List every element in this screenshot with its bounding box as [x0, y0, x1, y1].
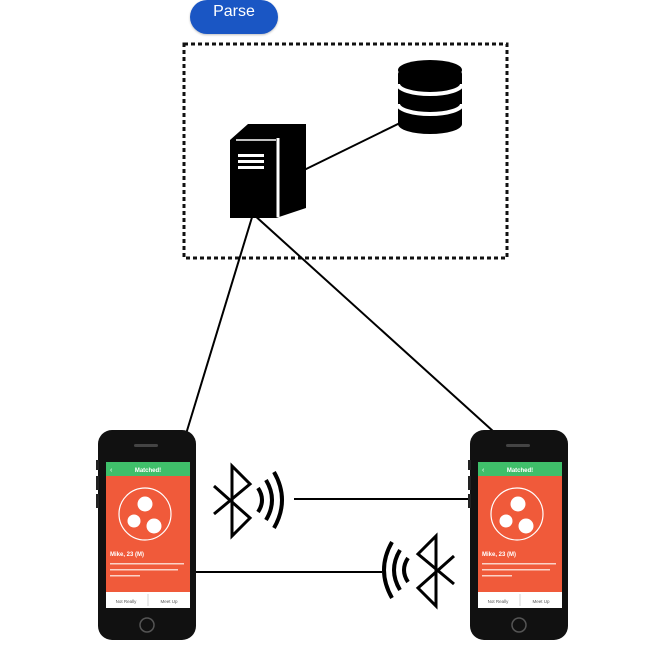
phone-header [106, 462, 190, 476]
avatar [517, 517, 535, 535]
bluetooth-icon [382, 532, 455, 610]
phone-left: ‹ Matched! Mike, 23 (M) Not Really Meet … [96, 430, 196, 640]
back-chevron-icon: ‹ [482, 467, 485, 474]
profile-name: Mike, 23 (M) [110, 552, 144, 558]
description-line [482, 563, 556, 565]
description-line [482, 575, 512, 577]
avatar [509, 495, 527, 513]
database-icon [396, 60, 464, 134]
match-circle [490, 487, 544, 541]
server-icon [230, 124, 306, 218]
phone-header-title: Matched! [507, 468, 533, 474]
description-line [110, 575, 140, 577]
meet-up-button[interactable]: Meet Up [160, 599, 178, 604]
link-server-database [299, 121, 403, 173]
back-chevron-icon: ‹ [110, 467, 113, 474]
not-really-button[interactable]: Not Really [116, 599, 138, 604]
not-really-button[interactable]: Not Really [488, 599, 510, 604]
avatar [136, 495, 154, 513]
parse-badge: Parse [190, 0, 278, 34]
match-circle [118, 487, 172, 541]
avatar [126, 513, 142, 529]
avatar [498, 513, 514, 529]
description-line [482, 569, 550, 571]
phone-header-title: Matched! [135, 468, 161, 474]
phone-header [478, 462, 562, 476]
avatar [145, 517, 163, 535]
cloud-boundary [182, 42, 509, 260]
description-line [110, 563, 184, 565]
description-line [110, 569, 178, 571]
bluetooth-icon [213, 462, 284, 540]
link-server-phone-right [252, 213, 495, 433]
link-server-phone-left [185, 213, 254, 435]
meet-up-button[interactable]: Meet Up [532, 599, 550, 604]
profile-name: Mike, 23 (M) [482, 552, 516, 558]
phone-right: ‹ Matched! Mike, 23 (M) Not Really Meet … [468, 430, 568, 640]
parse-label: Parse [213, 3, 255, 20]
